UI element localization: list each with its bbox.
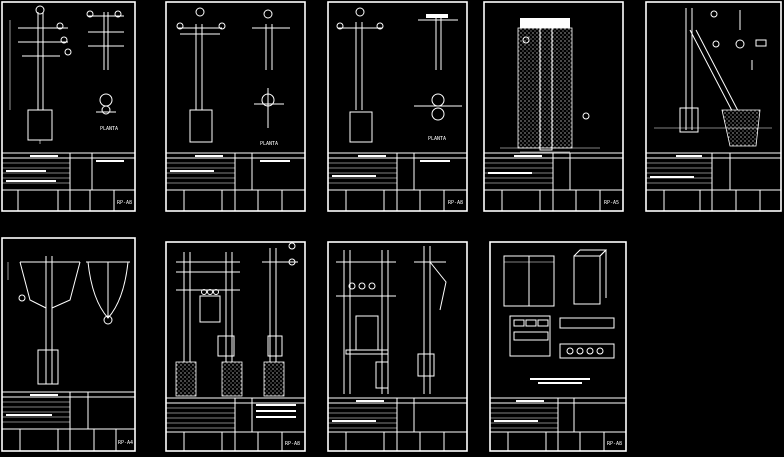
foundation-section-drawing xyxy=(500,18,600,153)
transformer-structure-drawing xyxy=(336,246,447,394)
title-block xyxy=(328,397,467,451)
insulator-side-view xyxy=(86,10,124,115)
sheet-1-code: RP-A8 xyxy=(117,200,132,206)
sheet-4-code: RP-A5 xyxy=(604,200,619,206)
sheet-6-code: RP-A4 xyxy=(118,440,133,446)
title-block xyxy=(166,397,305,451)
guy-anchor-drawing xyxy=(654,8,772,147)
title-block xyxy=(484,152,623,211)
pole-elevation-drawing xyxy=(336,7,462,143)
title-block xyxy=(490,397,626,451)
title-block xyxy=(2,152,135,211)
sheet-9[interactable]: RP-A8 xyxy=(489,241,627,452)
cabinet-elevation-drawing xyxy=(503,249,615,384)
sheet-2-caption: PLANTA xyxy=(260,141,278,147)
transformer-structure-drawing xyxy=(175,242,298,397)
title-block xyxy=(166,152,305,211)
sheet-5[interactable] xyxy=(645,1,782,212)
title-block xyxy=(328,152,467,211)
sheet-1-caption: PLANTA xyxy=(100,126,118,132)
title-block xyxy=(2,391,135,451)
title-block xyxy=(646,152,781,211)
sheet-3-caption: PLANTA xyxy=(428,136,446,142)
sheet-7-code: RP-A8 xyxy=(285,441,300,447)
sheet-6[interactable]: RP-A4 xyxy=(1,237,136,452)
pole-elevation-drawing xyxy=(176,7,290,143)
sheet-8[interactable] xyxy=(327,241,468,452)
sheet-7[interactable]: RP-A8 xyxy=(165,241,306,452)
pole-elevation-drawing xyxy=(9,5,72,144)
sheet-3-code: RP-A8 xyxy=(448,200,463,206)
sheet-4[interactable]: RP-A5 xyxy=(483,1,624,212)
sheet-9-code: RP-A8 xyxy=(607,441,622,447)
sheet-1[interactable]: PLANTA RP-A8 xyxy=(1,1,136,212)
sheet-3[interactable]: PLANTA RP-A8 xyxy=(327,1,468,212)
crossarm-elevation-drawing xyxy=(7,256,130,385)
sheet-2[interactable]: PLANTA xyxy=(165,1,306,212)
